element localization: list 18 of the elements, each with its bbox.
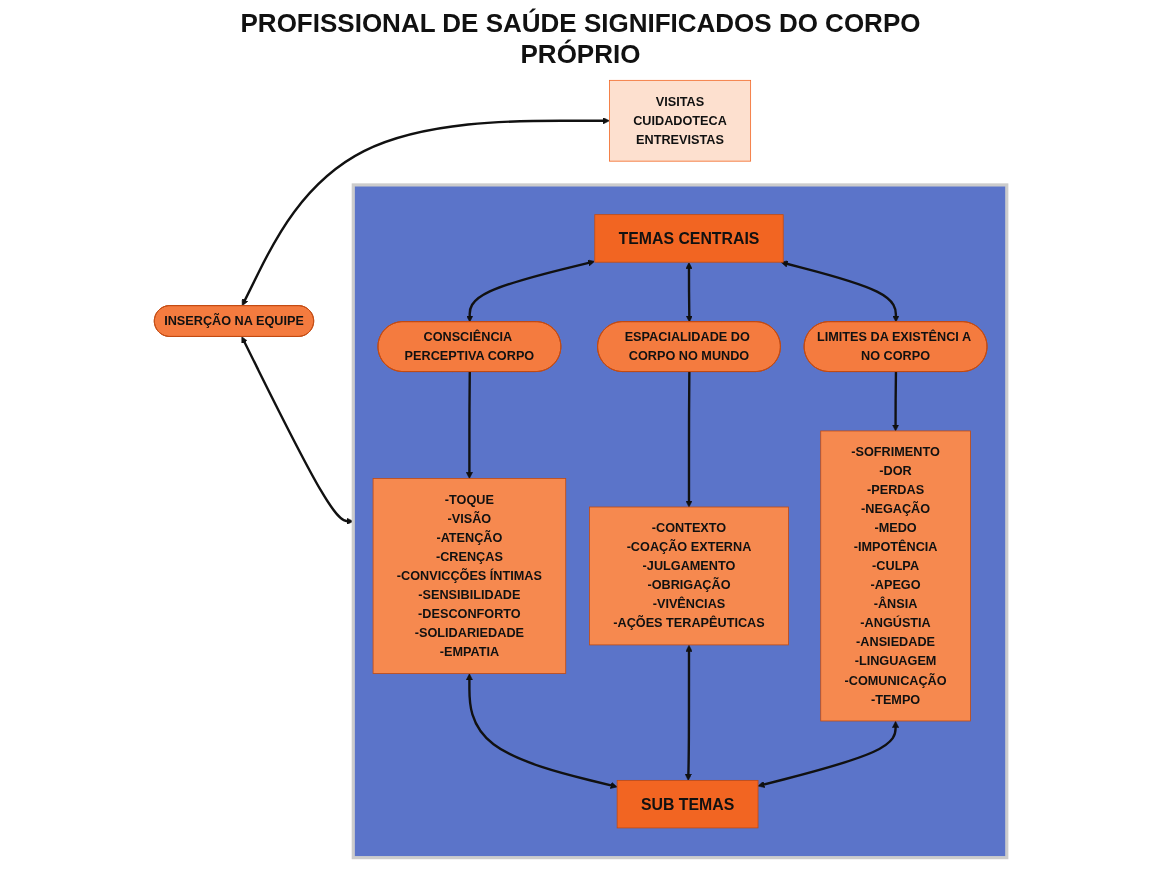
arrow bbox=[466, 259, 595, 323]
arrow bbox=[892, 371, 899, 432]
arrow bbox=[685, 371, 693, 508]
arrow bbox=[465, 371, 473, 479]
arrow bbox=[465, 673, 618, 789]
arrow bbox=[685, 262, 693, 323]
node-box: -TOQUE -VISÃO -ATENÇÃO -CRENÇAS -CONVICÇÕES ÍNTIMAS -SENSIBILIDADE -DESCONFORTO -SOLIDARIEDADE -EMPATIA bbox=[372, 478, 567, 674]
diagram-title: PROFISSIONAL DE SAÚDE SIGNIFICADOS DO CORPO PRÓPRIO bbox=[239, 8, 922, 70]
node-box: TEMAS CENTRAIS bbox=[594, 214, 784, 263]
node-box: -CONTEXTO -COAÇÃO EXTERNA -JULGAMENTO -OBRIGAÇÃO -VIVÊNCIAS -AÇÕES TERAPÊUTICAS bbox=[589, 506, 789, 646]
node-box: -SOFRIMENTO -DOR -PERDAS -NEGAÇÃO -MEDO -IMPOTÊNCIA -CULPA -APEGO -ÂNSIA -ANGÚSTIA -ANSIEDADE -LINGUAGEM -COMUNICAÇÃO -TEMPO bbox=[820, 430, 971, 722]
arrow bbox=[780, 260, 900, 323]
cluster bbox=[351, 183, 1009, 860]
arrow bbox=[757, 720, 899, 788]
node-box: SUB TEMAS bbox=[616, 780, 759, 829]
arrow bbox=[684, 644, 693, 781]
arrow bbox=[241, 117, 610, 306]
node-box: VISITAS CUIDADOTECA ENTREVISTAS bbox=[608, 79, 751, 162]
